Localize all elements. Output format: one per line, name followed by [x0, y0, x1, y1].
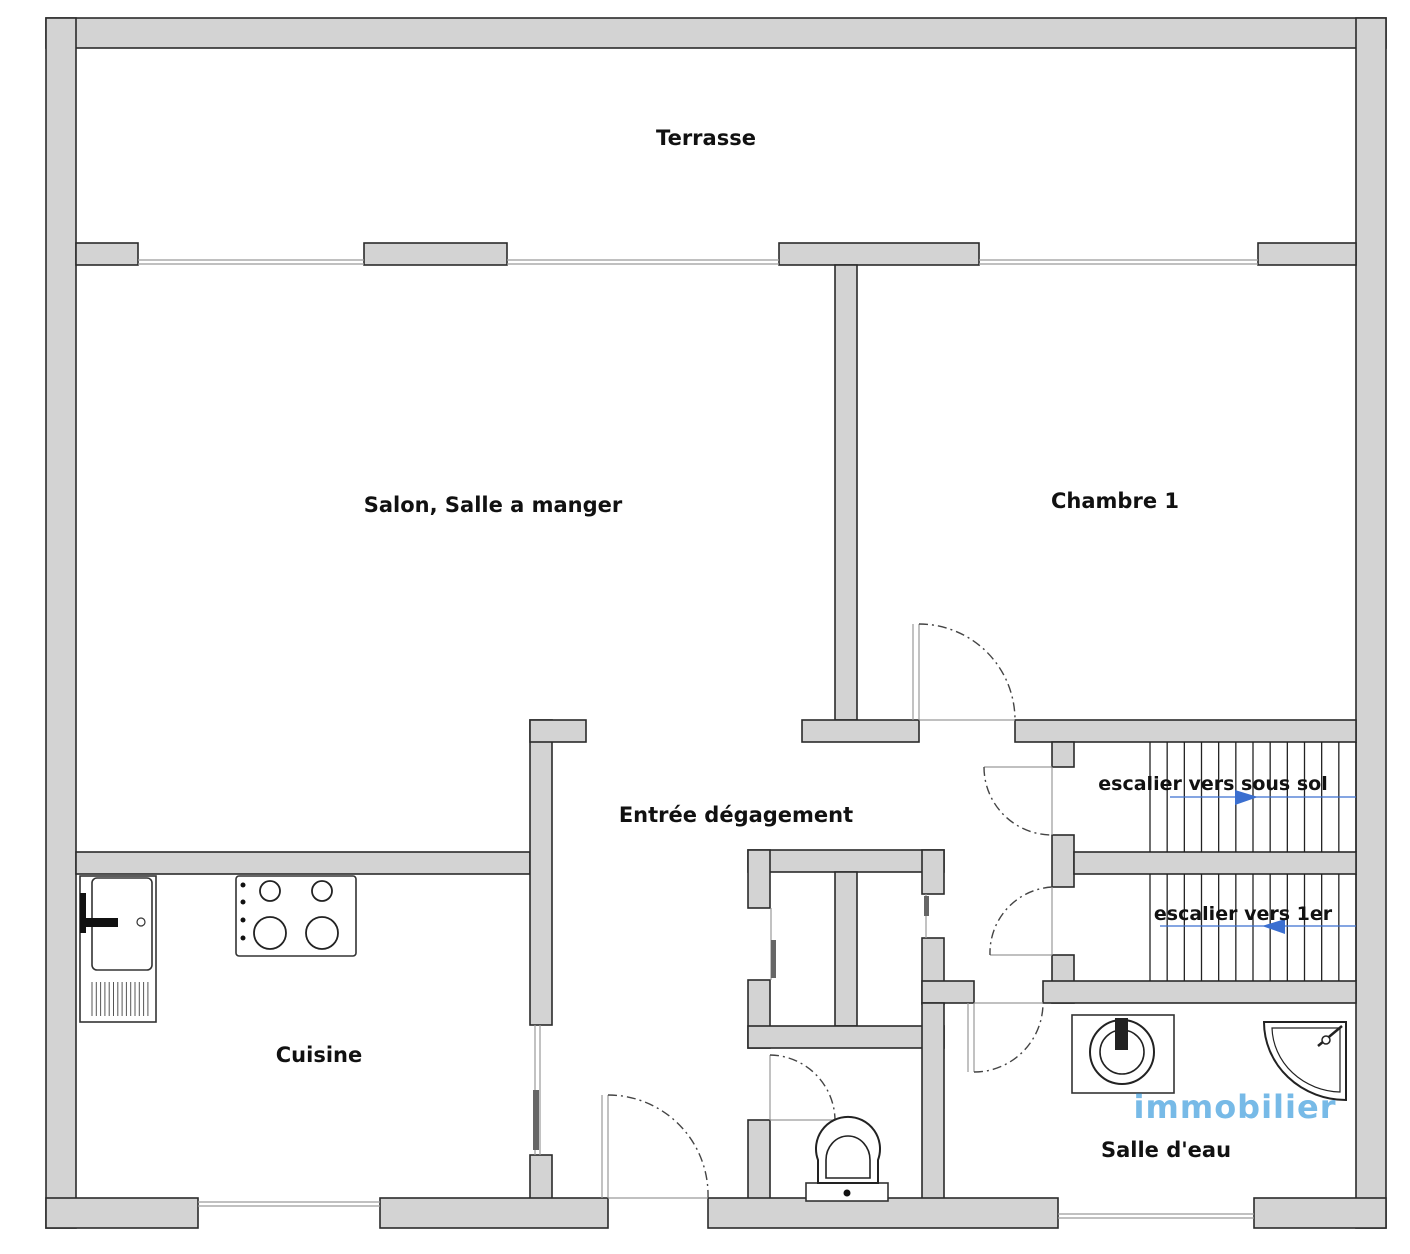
- bottom-wall-1: [45, 1197, 199, 1229]
- room-label-salon: Salon, Salle a manger: [364, 493, 623, 517]
- stair-label-up: escalier vers 1er: [1154, 903, 1333, 925]
- chambre-bottom-wall-right: [1014, 719, 1357, 743]
- salon-chambre-wall: [834, 264, 858, 721]
- bottom-wall-3: [707, 1197, 1059, 1229]
- closet-right-stub: [921, 980, 975, 1004]
- outer-wall-left: [45, 17, 77, 1229]
- closet-bottom-wall: [747, 1025, 945, 1049]
- room-label-chambre: Chambre 1: [1051, 489, 1179, 513]
- chambre-bottom-wall-left: [801, 719, 920, 743]
- closet-slider-2: [924, 896, 929, 916]
- walls: [45, 17, 1387, 1229]
- corner-shower-icon: [1262, 1021, 1347, 1102]
- stair-wall-left-mid: [1051, 834, 1075, 888]
- closet-slider: [771, 940, 776, 978]
- room-label-salle-eau: Salle d'eau: [1101, 1138, 1231, 1162]
- cuisine-slider: [533, 1090, 539, 1150]
- outer-wall-top: [45, 17, 1387, 49]
- closet-top-wall: [747, 849, 945, 873]
- salon-cuisine-wall: [75, 851, 531, 875]
- stairs-up: [1149, 874, 1357, 981]
- outer-wall-right: [1355, 17, 1387, 1229]
- closet-divider: [834, 871, 858, 1027]
- cooktop-icon: [235, 875, 357, 957]
- stair-arrows: [1160, 790, 1356, 934]
- closet-right-wall-upper: [921, 849, 945, 895]
- terrace-wall-2: [363, 242, 508, 266]
- kitchen-sink-icon: [79, 875, 157, 1023]
- terrace-wall-3: [778, 242, 980, 266]
- salle-eau-top-wall: [1042, 980, 1357, 1004]
- terrace-wall-4: [1257, 242, 1357, 266]
- washbasin-icon: [1071, 1014, 1175, 1094]
- terrace-wall-1: [75, 242, 139, 266]
- closet-left-wall-upper: [747, 849, 771, 909]
- room-label-cuisine: Cuisine: [276, 1043, 362, 1067]
- watermark-logo: immobilier: [1134, 1088, 1337, 1126]
- doors: [601, 623, 1053, 1199]
- windows: [138, 259, 1258, 1219]
- bottom-wall-2: [379, 1197, 609, 1229]
- room-label-entree: Entrée dégagement: [619, 803, 853, 827]
- entree-left-wall: [529, 719, 553, 1026]
- wc-left-wall: [747, 1119, 771, 1201]
- bottom-wall-4: [1253, 1197, 1387, 1229]
- wc-right-wall: [921, 1002, 945, 1201]
- stair-wall-left-upper: [1051, 741, 1075, 768]
- stair-divider: [1073, 851, 1357, 875]
- entree-left-wall-cap: [529, 719, 587, 743]
- stair-label-down: escalier vers sous sol: [1098, 773, 1327, 795]
- toilet-icon: [805, 1115, 889, 1202]
- room-label-terrasse: Terrasse: [656, 126, 756, 150]
